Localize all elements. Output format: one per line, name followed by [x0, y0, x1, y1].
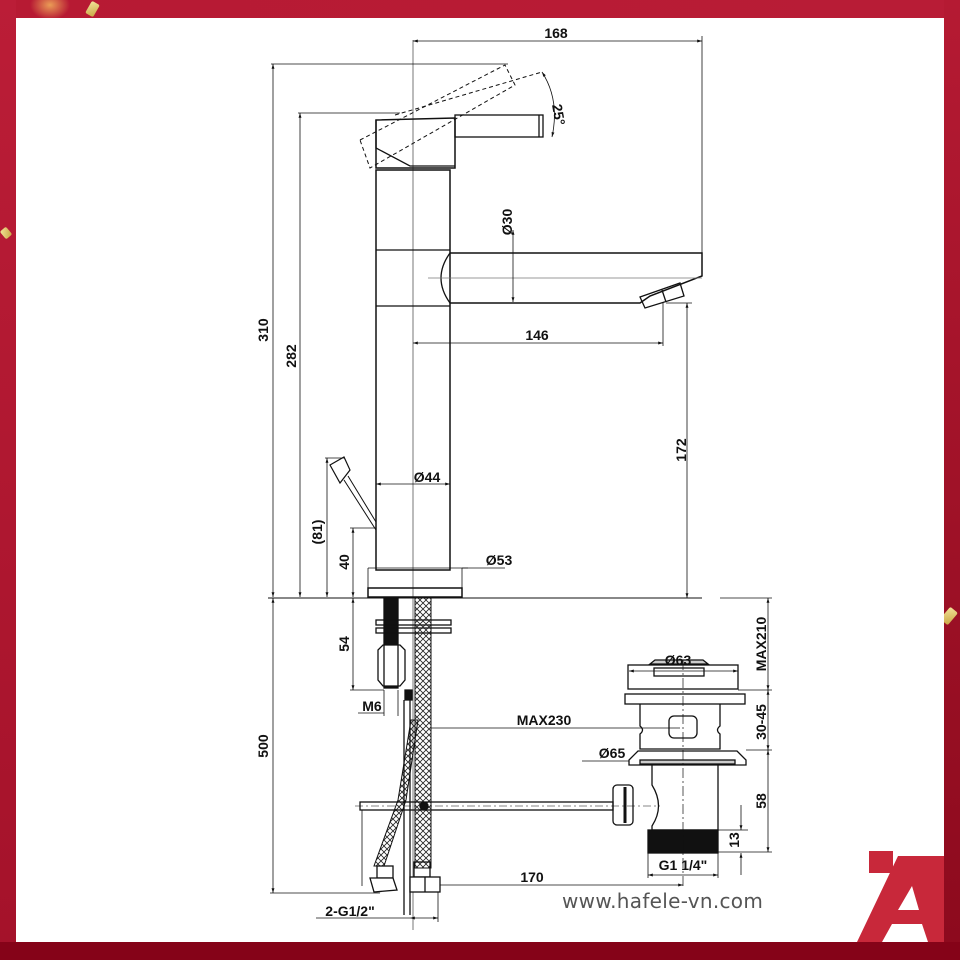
dim-waste-flange-diameter: Ø65: [599, 745, 626, 761]
dim-lever-angle: 25°: [549, 103, 568, 127]
frame-bottom-border: [0, 942, 960, 960]
dim-spout-height: 172: [673, 438, 689, 462]
dim-spout-reach: 146: [525, 327, 549, 343]
dim-base-diameter: Ø53: [486, 552, 513, 568]
drawing-canvas: 168 25° Ø30 146 172 310 282 Ø44 Ø53 (81)…: [16, 18, 944, 942]
dim-waste-body: 58: [753, 793, 769, 809]
dim-rod-offset: 170: [520, 869, 544, 885]
dim-body-diameter: Ø44: [414, 469, 441, 485]
dim-rod-max: MAX230: [517, 712, 572, 728]
frame-right-border: [944, 0, 960, 960]
hafele-logo-icon: [857, 851, 944, 942]
frame-left-border: [0, 0, 16, 960]
dim-top-width: 168: [544, 25, 568, 41]
dim-stud-thread: M6: [362, 698, 382, 714]
frame-top-border: [0, 0, 960, 18]
dim-lever-height: 282: [283, 344, 299, 368]
dim-hose-length: 500: [255, 734, 271, 758]
dim-waste-max: MAX210: [753, 617, 769, 672]
dim-lift-rod-base: 40: [336, 554, 352, 570]
dim-total-height: 310: [255, 318, 271, 342]
dim-waste-thickness: 30-45: [753, 704, 769, 740]
dim-stud-length: 54: [336, 636, 352, 652]
dim-waste-thread: G1 1/4": [659, 857, 708, 873]
decorative-glow: [30, 0, 70, 20]
faucet-technical-drawing: 168 25° Ø30 146 172 310 282 Ø44 Ø53 (81)…: [255, 25, 772, 930]
dim-waste-thread-length: 13: [726, 832, 742, 848]
dim-lift-rod-height: (81): [309, 520, 325, 545]
dim-waste-top-diameter: Ø63: [665, 652, 692, 668]
dim-hose-connection: 2-G1/2": [325, 903, 374, 919]
website-url: www.hafele-vn.com: [562, 889, 764, 913]
dim-spout-diameter: Ø30: [499, 209, 515, 236]
